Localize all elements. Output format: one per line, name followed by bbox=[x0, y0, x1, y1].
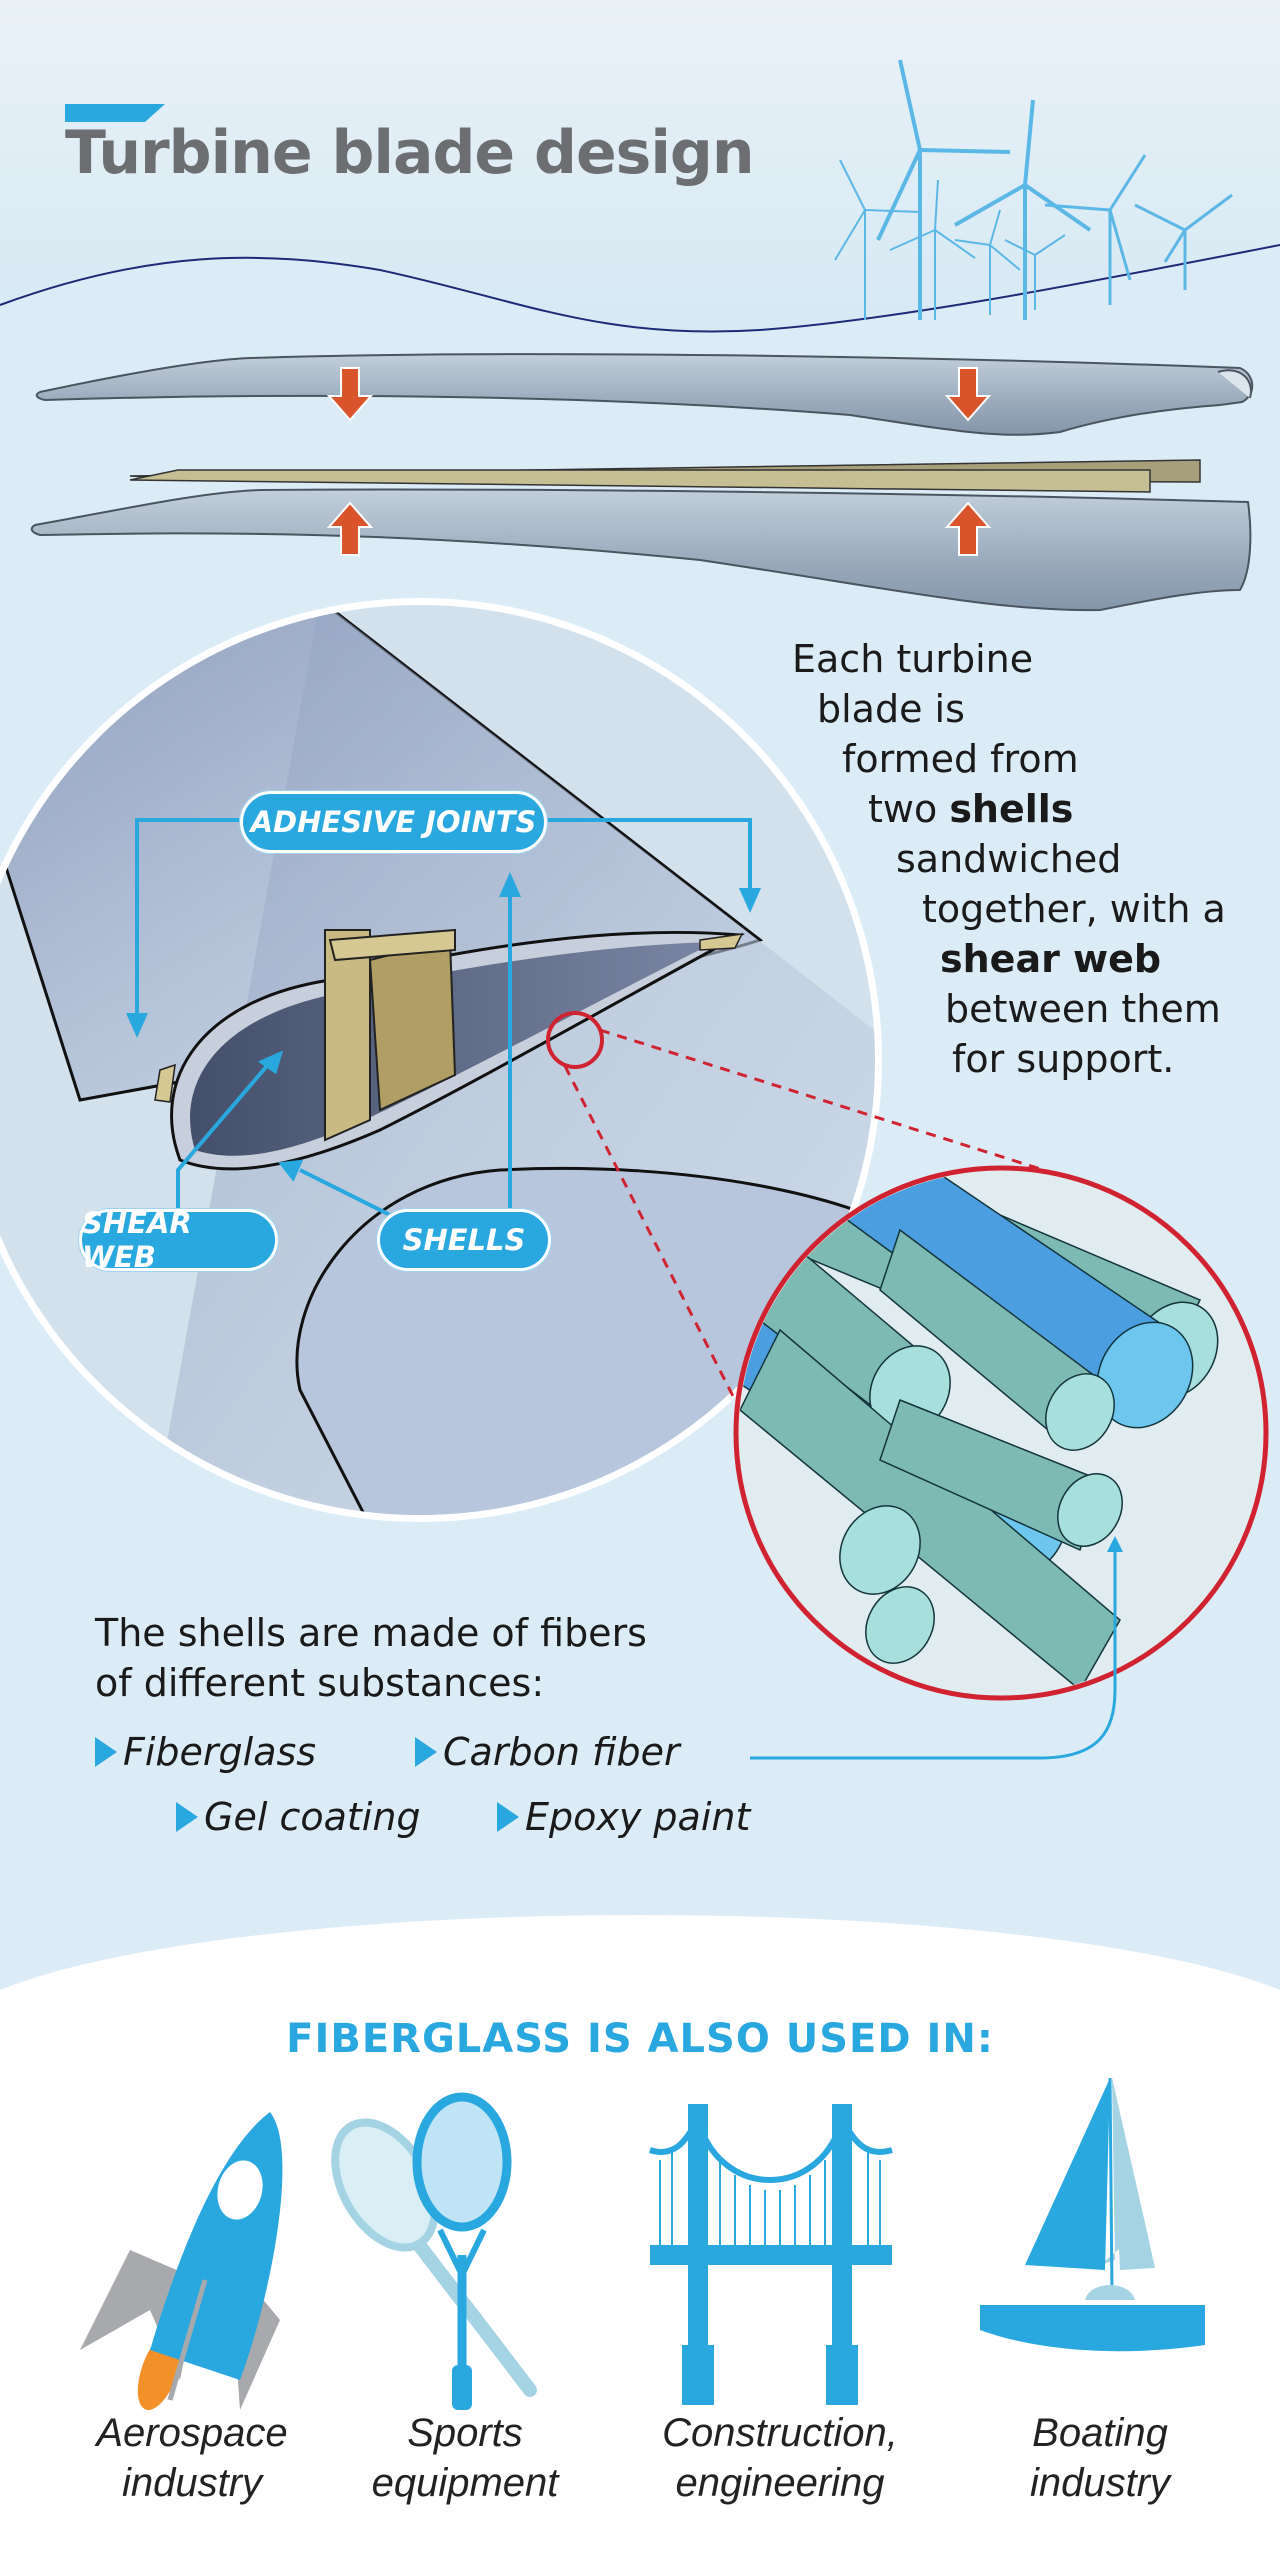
description-line: Each turbine bbox=[792, 637, 1034, 681]
use-label-line: Aerospace bbox=[96, 2411, 288, 2455]
material-item: Fiberglass bbox=[95, 1730, 316, 1774]
use-label-line: Boating bbox=[1032, 2411, 1168, 2455]
press-arrows-icon bbox=[326, 367, 992, 556]
use-label-line: Sports bbox=[407, 2411, 523, 2455]
zoom-spot-icon bbox=[546, 1011, 604, 1069]
use-label-sports: Sports equipment bbox=[325, 2408, 605, 2508]
use-label-construction: Construction, engineering bbox=[640, 2408, 920, 2508]
description-line: for support. bbox=[952, 1037, 1175, 1081]
description-emphasis: shear web bbox=[940, 937, 1162, 981]
use-label-line: engineering bbox=[675, 2461, 885, 2505]
callout-adhesive-joints: ADHESIVE JOINTS bbox=[240, 791, 547, 853]
use-label-aerospace: Aerospace industry bbox=[52, 2408, 332, 2508]
title-accent-bar bbox=[65, 104, 165, 122]
material-label: Carbon fiber bbox=[443, 1730, 680, 1774]
description-line: together, with a bbox=[922, 887, 1226, 931]
description-line: sandwiched bbox=[896, 837, 1122, 881]
rocket-icon bbox=[80, 2112, 283, 2410]
material-item: Epoxy paint bbox=[497, 1795, 750, 1839]
description-emphasis: shells bbox=[949, 787, 1074, 831]
wind-turbines-icon bbox=[834, 59, 1233, 320]
material-item: Gel coating bbox=[176, 1795, 421, 1839]
page-title: Turbine blade design bbox=[65, 118, 755, 188]
bullet-triangle-icon bbox=[95, 1737, 117, 1767]
bridge-icon bbox=[649, 2104, 893, 2405]
callout-arrows bbox=[125, 818, 762, 1217]
materials-intro: The shells are made of fibers of differe… bbox=[95, 1608, 647, 1708]
materials-intro-line: The shells are made of fibers bbox=[95, 1611, 647, 1655]
uses-heading: FIBERGLASS IS ALSO USED IN: bbox=[286, 2016, 994, 2062]
bullet-triangle-icon bbox=[176, 1802, 198, 1832]
description-line: blade is bbox=[817, 687, 965, 731]
material-label: Epoxy paint bbox=[525, 1795, 751, 1839]
bullet-triangle-icon bbox=[497, 1802, 519, 1832]
description-line: between them bbox=[945, 987, 1221, 1031]
material-label: Fiberglass bbox=[123, 1730, 317, 1774]
description-text: two bbox=[868, 787, 950, 831]
material-label: Gel coating bbox=[204, 1795, 421, 1839]
use-label-line: industry bbox=[1029, 2461, 1171, 2505]
description-line: two shells bbox=[868, 784, 1073, 834]
use-label-line: industry bbox=[121, 2461, 263, 2505]
use-label-line: Construction, bbox=[662, 2411, 898, 2455]
tennis-rackets-icon bbox=[331, 2092, 537, 2410]
materials-intro-line: of different substances: bbox=[95, 1661, 545, 1705]
use-label-line: equipment bbox=[371, 2461, 559, 2505]
use-label-boating: Boating industry bbox=[960, 2408, 1240, 2508]
uses-panel bbox=[0, 1915, 1280, 2549]
horizon-wave bbox=[0, 244, 1280, 333]
material-item: Carbon fiber bbox=[415, 1730, 680, 1774]
carbon-fiber-pointer bbox=[750, 1545, 1117, 1760]
description-line: formed from bbox=[842, 737, 1079, 781]
callout-shear-web: SHEAR WEB bbox=[79, 1206, 278, 1274]
bullet-triangle-icon bbox=[415, 1737, 437, 1767]
callout-shells: SHELLS bbox=[377, 1209, 551, 1271]
sailboat-icon bbox=[980, 2077, 1205, 2352]
blade-exploded-view bbox=[30, 353, 1254, 612]
